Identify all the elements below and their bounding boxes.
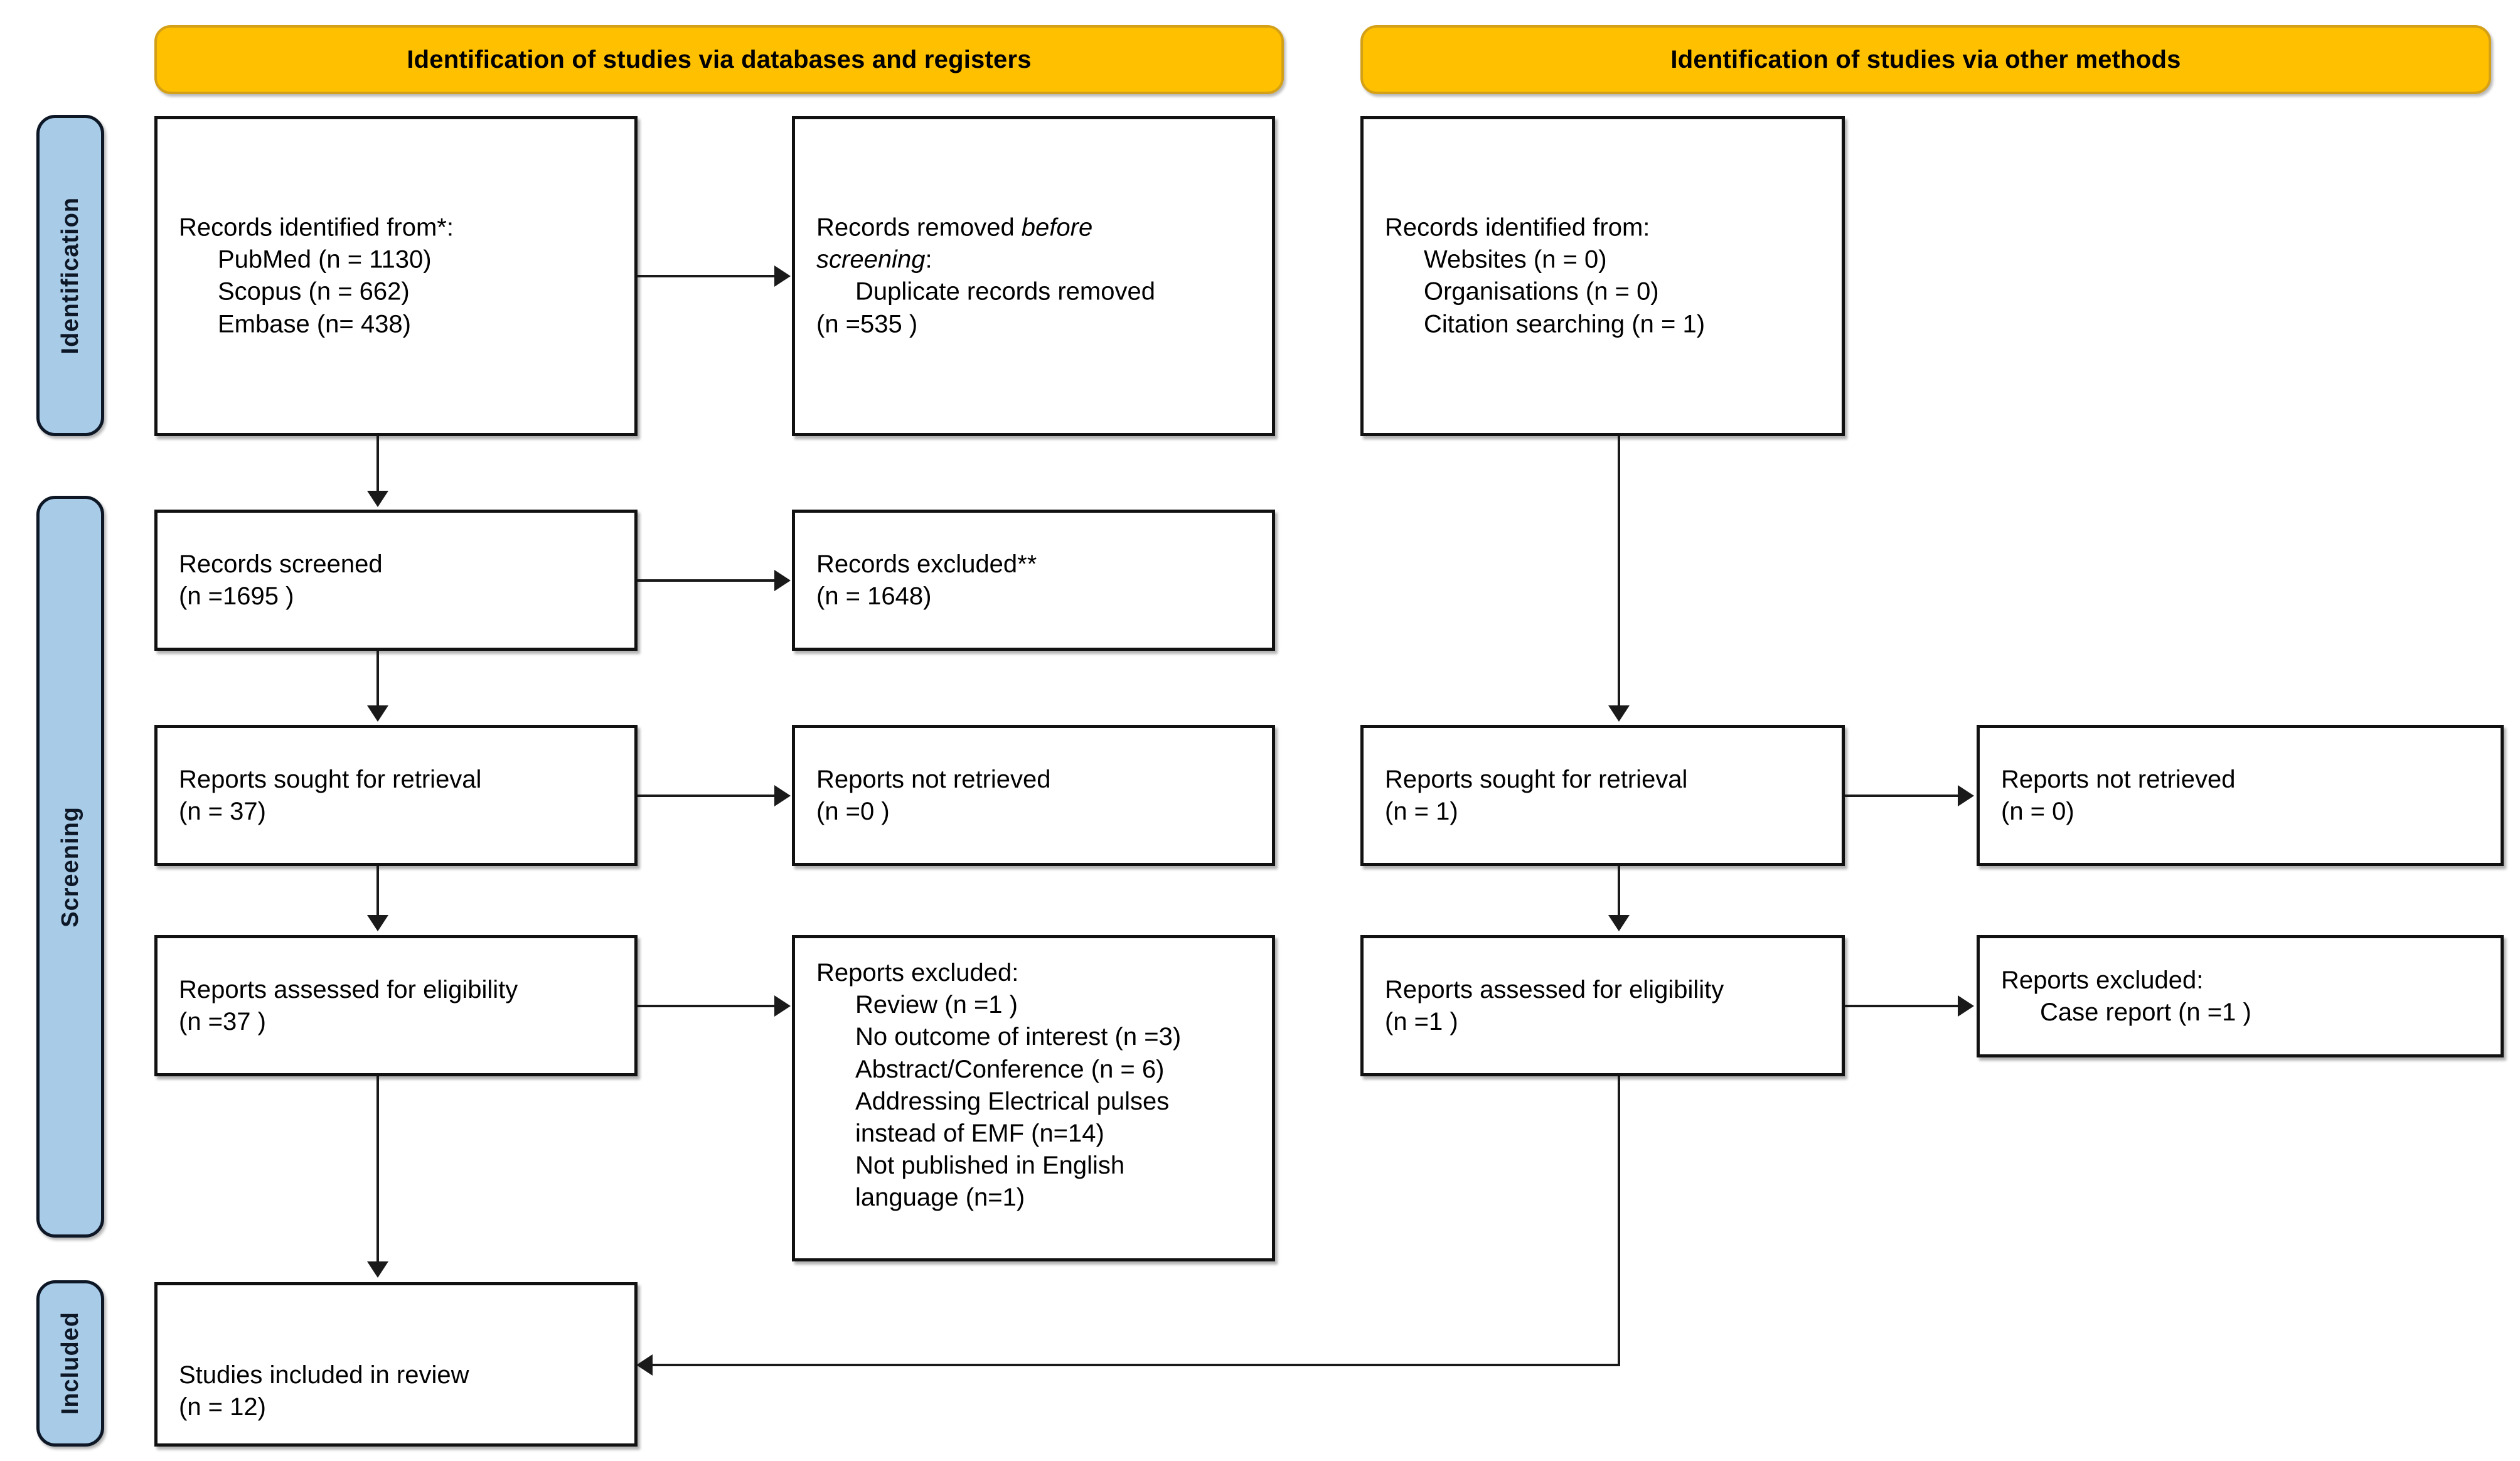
reports-excluded-right-title: Reports excluded: (2001, 966, 2204, 994)
reports-excluded-review: Review (n =1 ) (855, 991, 1018, 1019)
connector-assessed-to-excluded-right (1845, 1005, 1959, 1007)
box-reports-excluded-left: Reports excluded: Review (n =1 ) No outc… (792, 935, 1275, 1261)
reports-sought-left-count: (n = 37) (179, 797, 266, 825)
records-identified-scopus: Scopus (n = 662) (218, 278, 410, 306)
records-removed-screening-word: screening (816, 245, 926, 274)
connector-assessed-to-included (376, 1076, 379, 1263)
connector-identified-to-screened (376, 436, 379, 493)
reports-not-retrieved-left-title: Reports not retrieved (816, 765, 1051, 793)
box-records-identified-databases: Records identified from*: PubMed (n = 11… (154, 116, 638, 436)
connector-identified-to-removed (638, 275, 776, 277)
stage-label-identification: Identification (36, 115, 104, 436)
box-reports-sought-right: Reports sought for retrieval (n = 1) (1360, 725, 1845, 866)
studies-included-count: (n = 12) (179, 1393, 266, 1421)
arrowhead-right-to-included (636, 1354, 653, 1376)
arrowhead-sought-to-notretrieved-left (774, 785, 791, 806)
records-identified-other-title: Records identified from: (1385, 213, 1650, 242)
arrowhead-screened-to-sought (367, 705, 388, 722)
reports-excluded-left-title: Reports excluded: (816, 959, 1019, 987)
reports-excluded-case-report: Case report (n =1 ) (2040, 998, 2251, 1026)
header-other-methods: Identification of studies via other meth… (1360, 25, 2491, 94)
records-removed-title: Records removed before (816, 212, 1263, 244)
arrowhead-sought-to-assessed-left (367, 915, 388, 931)
reports-sought-left-title: Reports sought for retrieval (179, 765, 482, 793)
connector-screened-to-excluded (638, 579, 776, 582)
reports-excluded-english-2: language (n=1) (855, 1184, 1025, 1212)
box-reports-not-retrieved-left: Reports not retrieved (n =0 ) (792, 725, 1275, 866)
box-records-removed-before-screening: Records removed before screening: Duplic… (792, 116, 1275, 436)
connector-right-to-included-horizontal (653, 1364, 1620, 1366)
records-excluded-title: Records excluded** (816, 550, 1037, 578)
stage-label-included: Included (36, 1280, 104, 1447)
arrowhead-identified-to-screened (367, 491, 388, 507)
stage-label-identification-text: Identification (56, 196, 83, 355)
connector-screened-to-sought (376, 651, 379, 707)
records-removed-title-a: Records removed (816, 213, 1022, 242)
records-removed-title-b: before (1021, 213, 1093, 242)
records-removed-title-2: screening: (816, 244, 1263, 276)
arrowhead-screened-to-excluded (774, 570, 791, 591)
records-identified-websites: Websites (n = 0) (1424, 245, 1607, 274)
reports-excluded-electrical-1: Addressing Electrical pulses (855, 1087, 1170, 1115)
reports-not-retrieved-right-title: Reports not retrieved (2001, 765, 2236, 793)
records-removed-colon: : (925, 245, 932, 274)
records-screened-title: Records screened (179, 550, 383, 578)
stage-label-included-text: Included (56, 1312, 83, 1415)
reports-excluded-electrical-2: instead of EMF (n=14) (855, 1119, 1104, 1147)
header-databases-registers: Identification of studies via databases … (154, 25, 1284, 94)
connector-sought-to-notretrieved-left (638, 795, 776, 797)
records-identified-citation: Citation searching (n = 1) (1424, 310, 1706, 338)
box-records-screened: Records screened (n =1695 ) (154, 510, 638, 651)
arrowhead-assessed-to-excluded-right (1958, 995, 1974, 1017)
reports-sought-right-count: (n = 1) (1385, 797, 1458, 825)
connector-sought-to-assessed-left (376, 866, 379, 916)
reports-assessed-left-title: Reports assessed for eligibility (179, 975, 518, 1003)
box-reports-sought-left: Reports sought for retrieval (n = 37) (154, 725, 638, 866)
connector-assessed-to-excluded-left (638, 1005, 776, 1007)
box-studies-included: Studies included in review (n = 12) (154, 1282, 638, 1447)
arrowhead-identified-to-removed (774, 265, 791, 287)
reports-excluded-no-outcome: No outcome of interest (n =3) (855, 1023, 1182, 1051)
box-reports-not-retrieved-right: Reports not retrieved (n = 0) (1977, 725, 2504, 866)
box-records-identified-other: Records identified from: Websites (n = 0… (1360, 116, 1845, 436)
reports-assessed-right-count: (n =1 ) (1385, 1007, 1458, 1036)
arrowhead-identified-to-sought-right (1608, 705, 1630, 722)
records-screened-count: (n =1695 ) (179, 582, 294, 610)
connector-sought-to-notretrieved-right (1845, 795, 1959, 797)
records-excluded-count: (n = 1648) (816, 582, 932, 610)
reports-excluded-abstract: Abstract/Conference (n = 6) (855, 1055, 1165, 1083)
arrowhead-sought-to-assessed-right (1608, 915, 1630, 931)
connector-sought-to-assessed-right (1618, 866, 1620, 916)
duplicate-records-removed: Duplicate records removed (855, 278, 1155, 306)
records-identified-title: Records identified from*: (179, 213, 454, 242)
reports-not-retrieved-right-count: (n = 0) (2001, 797, 2074, 825)
box-reports-excluded-right: Reports excluded: Case report (n =1 ) (1977, 935, 2504, 1057)
arrowhead-assessed-to-included (367, 1261, 388, 1278)
header-databases-label: Identification of studies via databases … (407, 45, 1032, 73)
header-other-label: Identification of studies via other meth… (1670, 45, 2181, 73)
arrowhead-assessed-to-excluded-left (774, 995, 791, 1017)
reports-assessed-left-count: (n =37 ) (179, 1007, 266, 1036)
arrowhead-sought-to-notretrieved-right (1958, 785, 1974, 806)
connector-right-to-included-vertical (1618, 1076, 1620, 1366)
records-identified-embase: Embase (n= 438) (218, 310, 411, 338)
reports-excluded-english-1: Not published in English (855, 1152, 1125, 1180)
stage-label-screening-text: Screening (56, 806, 83, 928)
box-records-excluded: Records excluded** (n = 1648) (792, 510, 1275, 651)
reports-not-retrieved-left-count: (n =0 ) (816, 797, 890, 825)
records-identified-organisations: Organisations (n = 0) (1424, 278, 1659, 306)
connector-identified-to-sought-right (1618, 436, 1620, 706)
duplicate-records-count: (n =535 ) (816, 310, 918, 338)
reports-assessed-right-title: Reports assessed for eligibility (1385, 975, 1724, 1003)
reports-sought-right-title: Reports sought for retrieval (1385, 765, 1688, 793)
box-reports-assessed-right: Reports assessed for eligibility (n =1 ) (1360, 935, 1845, 1076)
records-identified-pubmed: PubMed (n = 1130) (218, 245, 432, 274)
stage-label-screening: Screening (36, 496, 104, 1238)
box-reports-assessed-left: Reports assessed for eligibility (n =37 … (154, 935, 638, 1076)
studies-included-title: Studies included in review (179, 1361, 469, 1389)
